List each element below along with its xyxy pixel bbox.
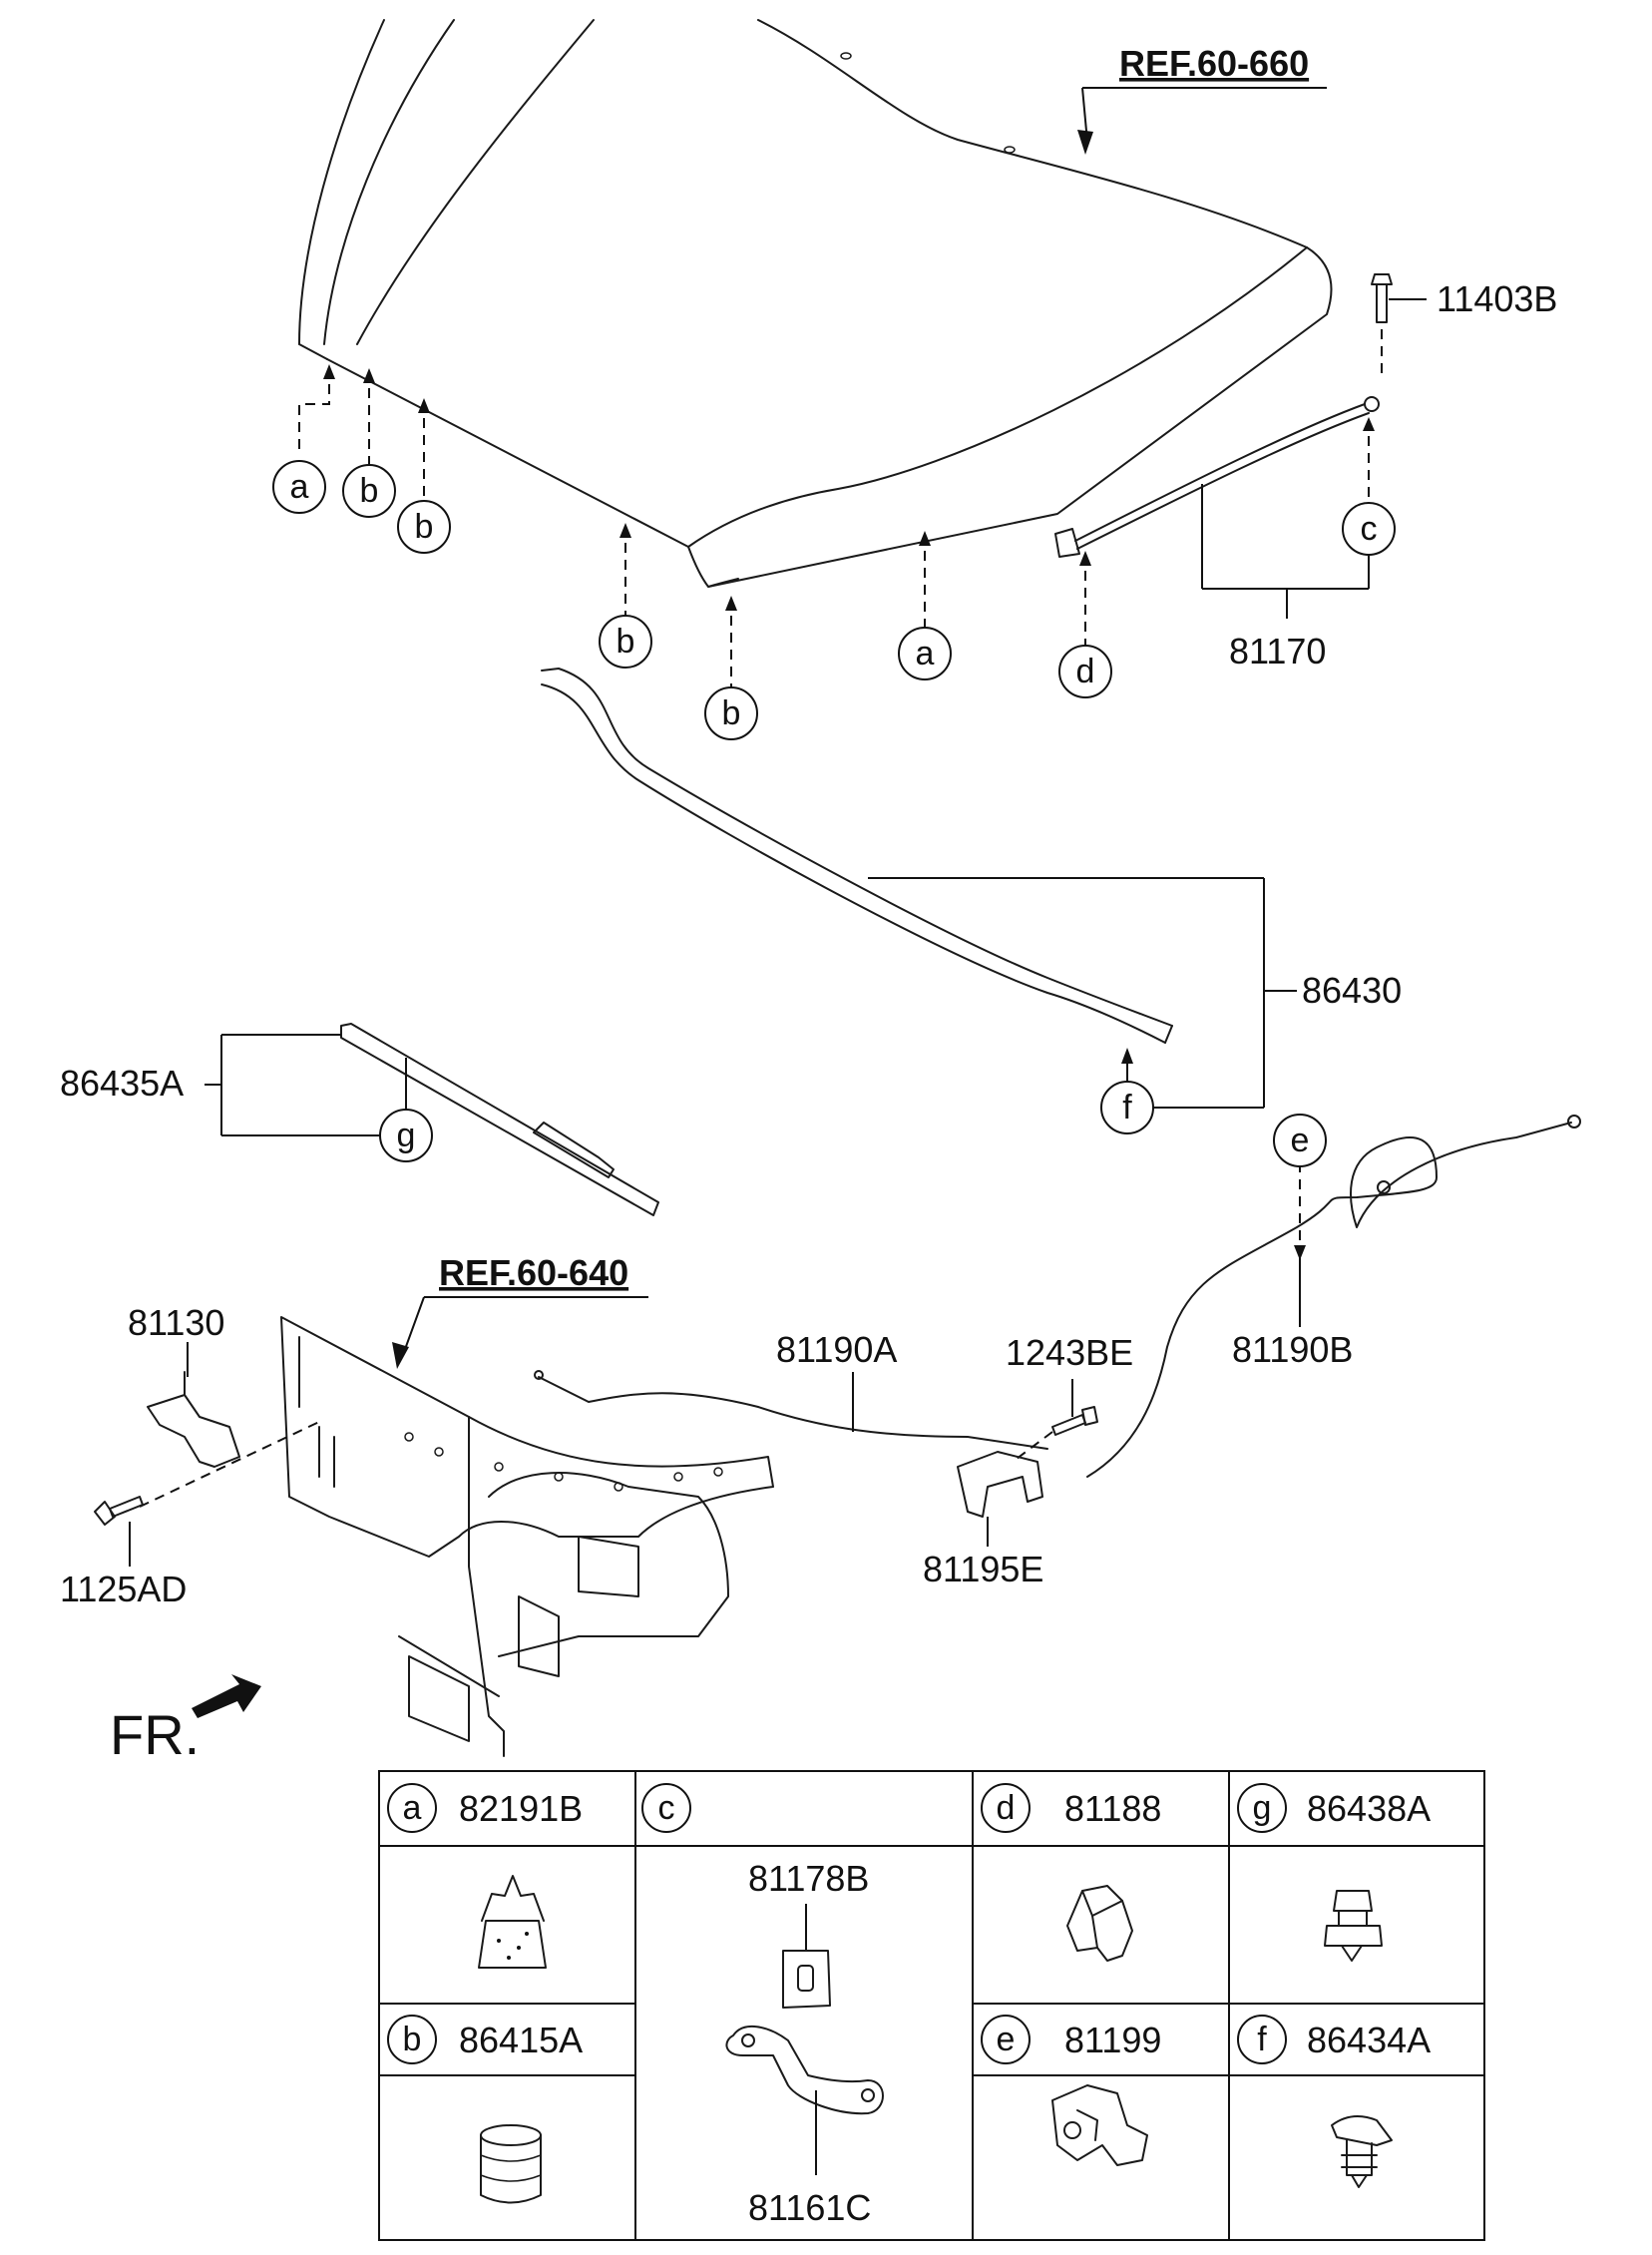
cable-clip-icon [1066, 1885, 1133, 1962]
bolt-1243BE: 1243BE [1006, 1332, 1133, 1463]
legend-part-81161C: 81161C [748, 2187, 871, 2228]
svg-text:g: g [1253, 1789, 1272, 1827]
svg-text:f: f [1122, 1089, 1132, 1127]
svg-text:g: g [397, 1117, 416, 1154]
legend-part-86415A: 86415A [459, 2020, 583, 2060]
stay-rod-clip-icon [725, 2025, 884, 2115]
svg-text:e: e [1291, 1122, 1310, 1159]
legend-part-86438A: 86438A [1307, 1788, 1431, 1829]
svg-text:d: d [1076, 653, 1095, 690]
part-label-11403B: 11403B [1437, 278, 1557, 319]
legend-cell-b: b 86415A [387, 2015, 583, 2204]
part-label-1243BE: 1243BE [1006, 1332, 1133, 1373]
release-cable-81190A: 81190A [534, 1329, 1048, 1450]
svg-text:a: a [290, 468, 309, 506]
legend-cell-c: c 81178B 81161C [641, 1783, 884, 2228]
ref-hood-callout: REF.60-660 [1077, 43, 1327, 155]
bolt-11403B: 11403B [1371, 273, 1557, 374]
svg-text:b: b [415, 508, 434, 546]
part-label-86430: 86430 [1302, 970, 1402, 1011]
hood-stay-rod-81170: 81170 [1054, 396, 1380, 672]
hood-weatherstrip-86430: 86430 [541, 668, 1402, 1109]
fr-direction-arrow-icon [192, 1674, 261, 1718]
legend-part-81188: 81188 [1064, 1788, 1161, 1829]
svg-text:a: a [403, 1789, 422, 1827]
legend-cell-e: e 81199 [981, 2015, 1161, 2166]
legend-cell-f: f 86434A [1237, 2015, 1431, 2188]
callout-f-1: f [1100, 1081, 1154, 1134]
svg-text:c: c [1361, 510, 1378, 548]
legend-part-86434A: 86434A [1307, 2020, 1431, 2060]
svg-text:b: b [403, 2021, 422, 2058]
ref-front-panel-label: REF.60-640 [439, 1252, 628, 1293]
callout-e-1: e [1273, 1114, 1327, 1167]
part-label-1125AD: 1125AD [60, 1569, 187, 1609]
release-cable-81190B: 81190B [1086, 1115, 1581, 1478]
hood-latch-81130: 81130 [128, 1302, 320, 1508]
trim-clip-icon [1331, 2115, 1393, 2188]
svg-text:b: b [617, 623, 635, 661]
ref-front-panel-callout: REF.60-640 [392, 1252, 648, 1369]
svg-text:b: b [722, 694, 741, 732]
legend-cell-g: g 86438A [1237, 1783, 1431, 1962]
callout-b-4: b [704, 686, 758, 740]
hood-panel [298, 19, 1333, 588]
callout-a-1: a [272, 460, 326, 514]
legend-cell-d: d 81188 [981, 1783, 1161, 1962]
legend-cell-a: a 82191B [387, 1783, 583, 1969]
radiator-seal-86435A: 86435A [60, 1023, 659, 1216]
front-end-module [280, 1316, 774, 1757]
svg-text:b: b [360, 472, 379, 510]
svg-text:c: c [658, 1789, 675, 1827]
part-label-86435A: 86435A [60, 1063, 184, 1104]
callout-b-1: b [342, 464, 396, 518]
fr-label: FR. [110, 1703, 200, 1766]
hood-callouts [298, 364, 1091, 688]
legend-part-81178B: 81178B [748, 1858, 869, 1899]
legend-part-81199: 81199 [1064, 2020, 1161, 2060]
part-label-81190A: 81190A [776, 1329, 897, 1370]
ref-hood-label: REF.60-660 [1119, 43, 1309, 84]
rubber-bumper-icon [480, 2124, 542, 2204]
grommet-icon [782, 1950, 831, 2009]
callout-c-1: c [1342, 502, 1396, 556]
svg-text:d: d [997, 1789, 1016, 1827]
part-label-81195E: 81195E [923, 1549, 1043, 1589]
callout-g-1: g [379, 1109, 433, 1162]
callout-a-2: a [898, 627, 952, 680]
callout-d-1: d [1058, 645, 1112, 698]
bracket-81195E: 81195E [923, 1451, 1043, 1589]
callout-b-3: b [599, 615, 652, 669]
bump-stop-icon [478, 1875, 547, 1969]
bolt-1125AD: 1125AD [60, 1496, 187, 1609]
callout-b-2: b [397, 500, 451, 554]
part-label-81170: 81170 [1229, 631, 1326, 672]
part-label-81130: 81130 [128, 1302, 224, 1343]
legend-part-82191B: 82191B [459, 1788, 583, 1829]
svg-text:a: a [916, 635, 935, 673]
svg-text:e: e [997, 2021, 1016, 2058]
push-clip-icon [1324, 1890, 1383, 1962]
cable-holder-clip-icon [1051, 2084, 1148, 2166]
legend-table [378, 1770, 1485, 2241]
part-label-81190B: 81190B [1232, 1329, 1353, 1370]
svg-text:f: f [1257, 2021, 1267, 2058]
fr-direction-arrow: FR. [110, 1674, 261, 1766]
